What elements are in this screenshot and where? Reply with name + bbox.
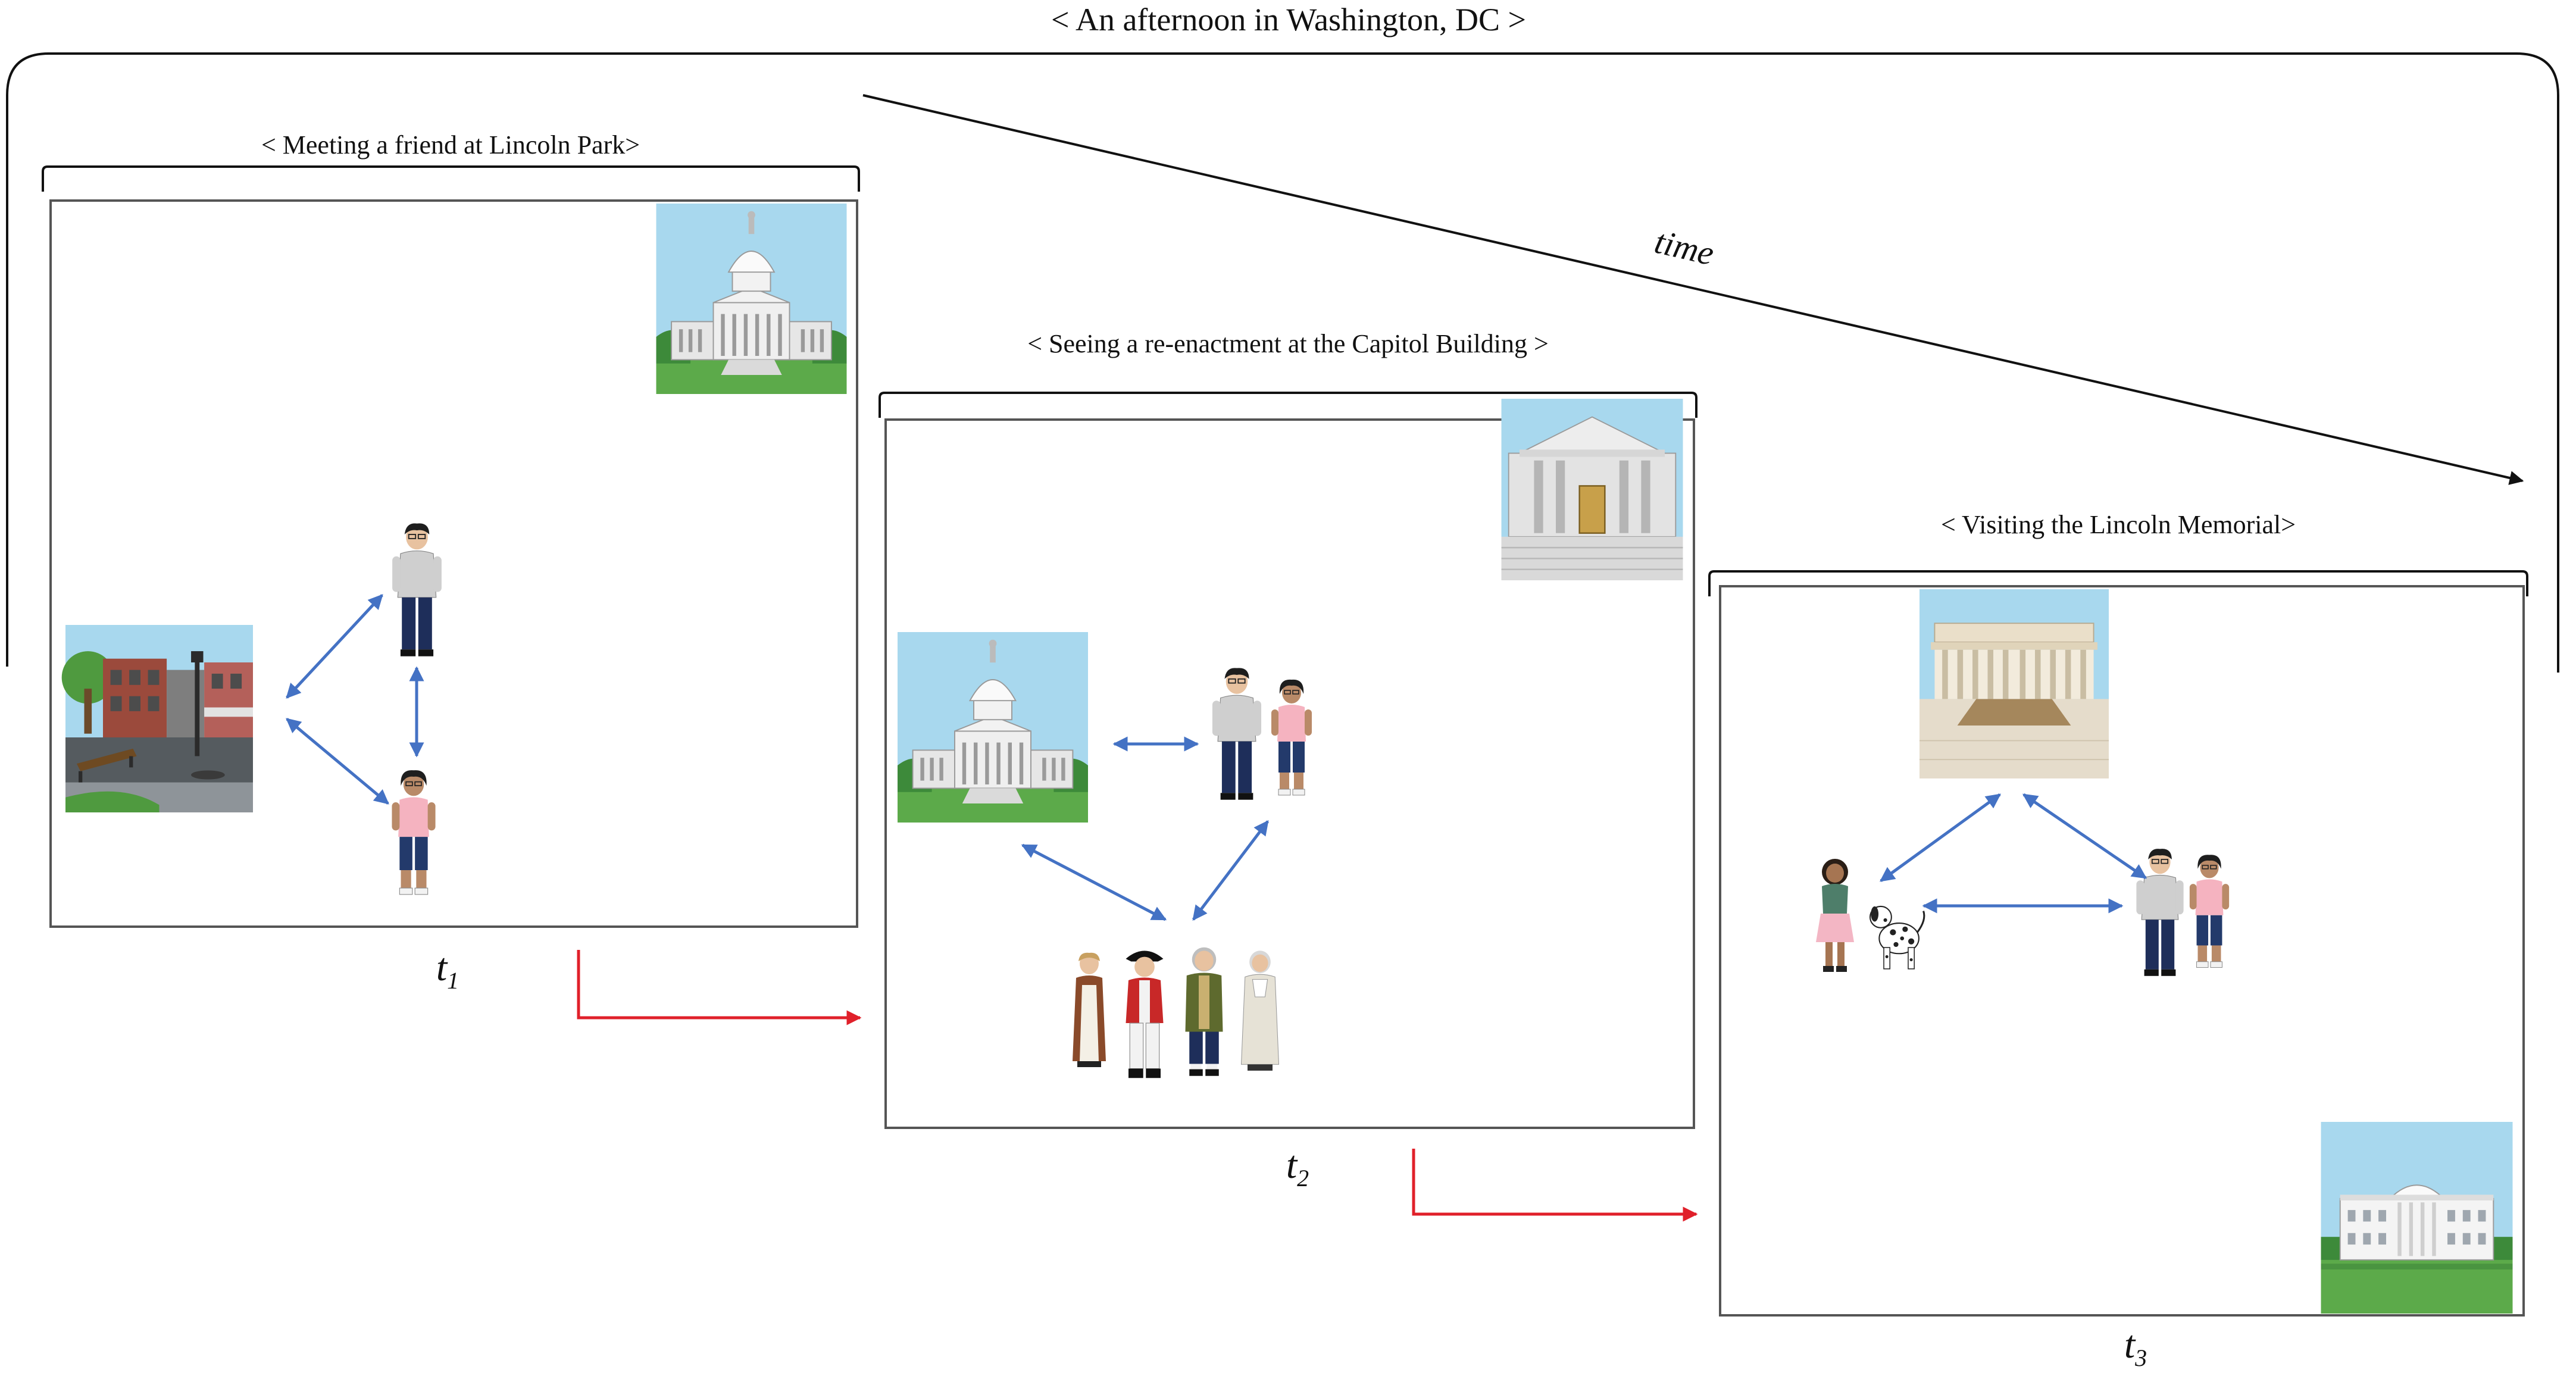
- diagram-title: < An afternoon in Washington, DC >: [1051, 2, 1527, 37]
- scene-3-label: < Visiting the Lincoln Memorial>: [1940, 510, 2296, 539]
- park-icon: [61, 625, 253, 812]
- scene-2-brace: [879, 392, 1697, 418]
- relation-arrow: [286, 718, 389, 805]
- overall-brace: [6, 52, 2559, 673]
- time-step-subscript: 1: [447, 967, 459, 995]
- time-step-base: t: [1286, 1143, 1298, 1187]
- time-step-2: t2: [1286, 1143, 1309, 1192]
- relation-arrow: [1192, 820, 1269, 921]
- time-step-3: t3: [2124, 1322, 2147, 1372]
- time-step-1: t1: [436, 945, 459, 995]
- capitol-building-icon: [655, 204, 848, 394]
- time-step-base: t: [436, 946, 448, 989]
- scene-2-label: < Seeing a re-enactment at the Capitol B…: [1027, 329, 1549, 358]
- transition-arrow: [577, 950, 862, 1025]
- time-arrow: [862, 94, 2524, 485]
- transition-arrow: [1412, 1149, 1698, 1222]
- relation-arrow: [1879, 793, 2002, 883]
- relation-arrow: [1021, 843, 1167, 921]
- time-step-subscript: 2: [1297, 1165, 1309, 1192]
- relation-arrow: [2022, 793, 2147, 880]
- scene-3-brace: [1708, 570, 2528, 596]
- capitol-building-icon: [896, 632, 1089, 823]
- courthouse-icon: [1500, 399, 1684, 580]
- white-house-icon: [2319, 1122, 2514, 1314]
- time-step-base: t: [2124, 1323, 2136, 1367]
- scene-1-brace: [42, 165, 860, 192]
- scene-1-label: < Meeting a friend at Lincoln Park>: [261, 130, 640, 160]
- relation-arrow: [286, 594, 383, 699]
- time-step-subscript: 3: [2135, 1344, 2147, 1372]
- lincoln-memorial-icon: [1918, 589, 2110, 778]
